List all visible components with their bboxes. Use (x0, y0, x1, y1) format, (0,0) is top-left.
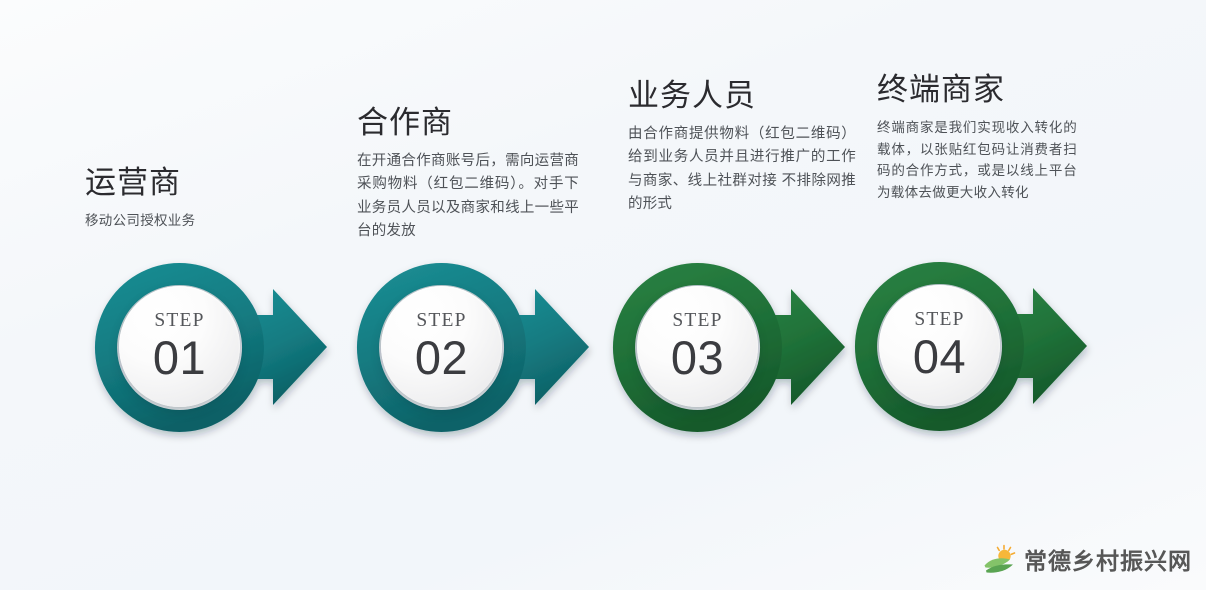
step-graphic-04[interactable]: STEP 04 (854, 262, 1105, 431)
step-label-02: STEP (416, 310, 467, 332)
arrow-donut-shape-01 (94, 263, 327, 432)
step-description-02: 在开通合作商账号后，需向运营商采购物料（红包二维码）。对手下业务员人员以及商家和… (357, 152, 579, 240)
step-title-04: 终端商家 (877, 72, 1005, 107)
arrow-donut-shape-02 (356, 263, 589, 432)
step-number-disc-04: STEP 04 (879, 285, 1000, 406)
step-graphic-03[interactable]: STEP 03 (612, 263, 863, 432)
step-label-04: STEP (914, 309, 965, 331)
step-number-disc-03: STEP 03 (637, 286, 758, 407)
step-text-02: 合作商 在开通合作商账号后，需向运营商采购物料（红包二维码）。对手下业务员人员以… (357, 105, 579, 244)
watermark: 常德乡村振兴网 (983, 542, 1192, 576)
step-number-02: 02 (414, 330, 469, 384)
step-description-03: 由合作商提供物料（红包二维码）给到业务人员并且进行推广的工作 与商家、线上社群对… (628, 125, 856, 213)
step-text-04: 终端商家 终端商家是我们实现收入转化的载体，以张贴红包码让消费者扫码的合作方式，… (877, 72, 1077, 204)
step-number-disc-02: STEP 02 (381, 286, 502, 407)
step-label-01: STEP (154, 310, 205, 332)
step-description-01: 移动公司授权业务 (85, 212, 196, 228)
step-number-01: 01 (152, 330, 207, 384)
step-label-03: STEP (672, 310, 723, 332)
step-title-01: 运营商 (85, 165, 181, 200)
step-title-03: 业务人员 (628, 78, 756, 113)
arrow-donut-shape-03 (612, 263, 845, 432)
step-number-disc-01: STEP 01 (119, 286, 240, 407)
step-description-04: 终端商家是我们实现收入转化的载体，以张贴红包码让消费者扫码的合作方式，或是以线上… (877, 119, 1077, 201)
step-title-02: 合作商 (357, 105, 453, 140)
step-graphic-01[interactable]: STEP 01 (94, 263, 345, 432)
arrow-donut-shape-04 (854, 262, 1087, 431)
watermark-text: 常德乡村振兴网 (1024, 548, 1192, 574)
step-number-04: 04 (912, 329, 967, 383)
step-graphic-02[interactable]: STEP 02 (356, 263, 607, 432)
step-number-03: 03 (670, 330, 725, 384)
step-text-01: 运营商 移动公司授权业务 (85, 165, 320, 232)
step-text-03: 业务人员 由合作商提供物料（红包二维码）给到业务人员并且进行推广的工作 与商家、… (628, 78, 856, 217)
sun-leaf-logo-icon (984, 544, 1016, 573)
